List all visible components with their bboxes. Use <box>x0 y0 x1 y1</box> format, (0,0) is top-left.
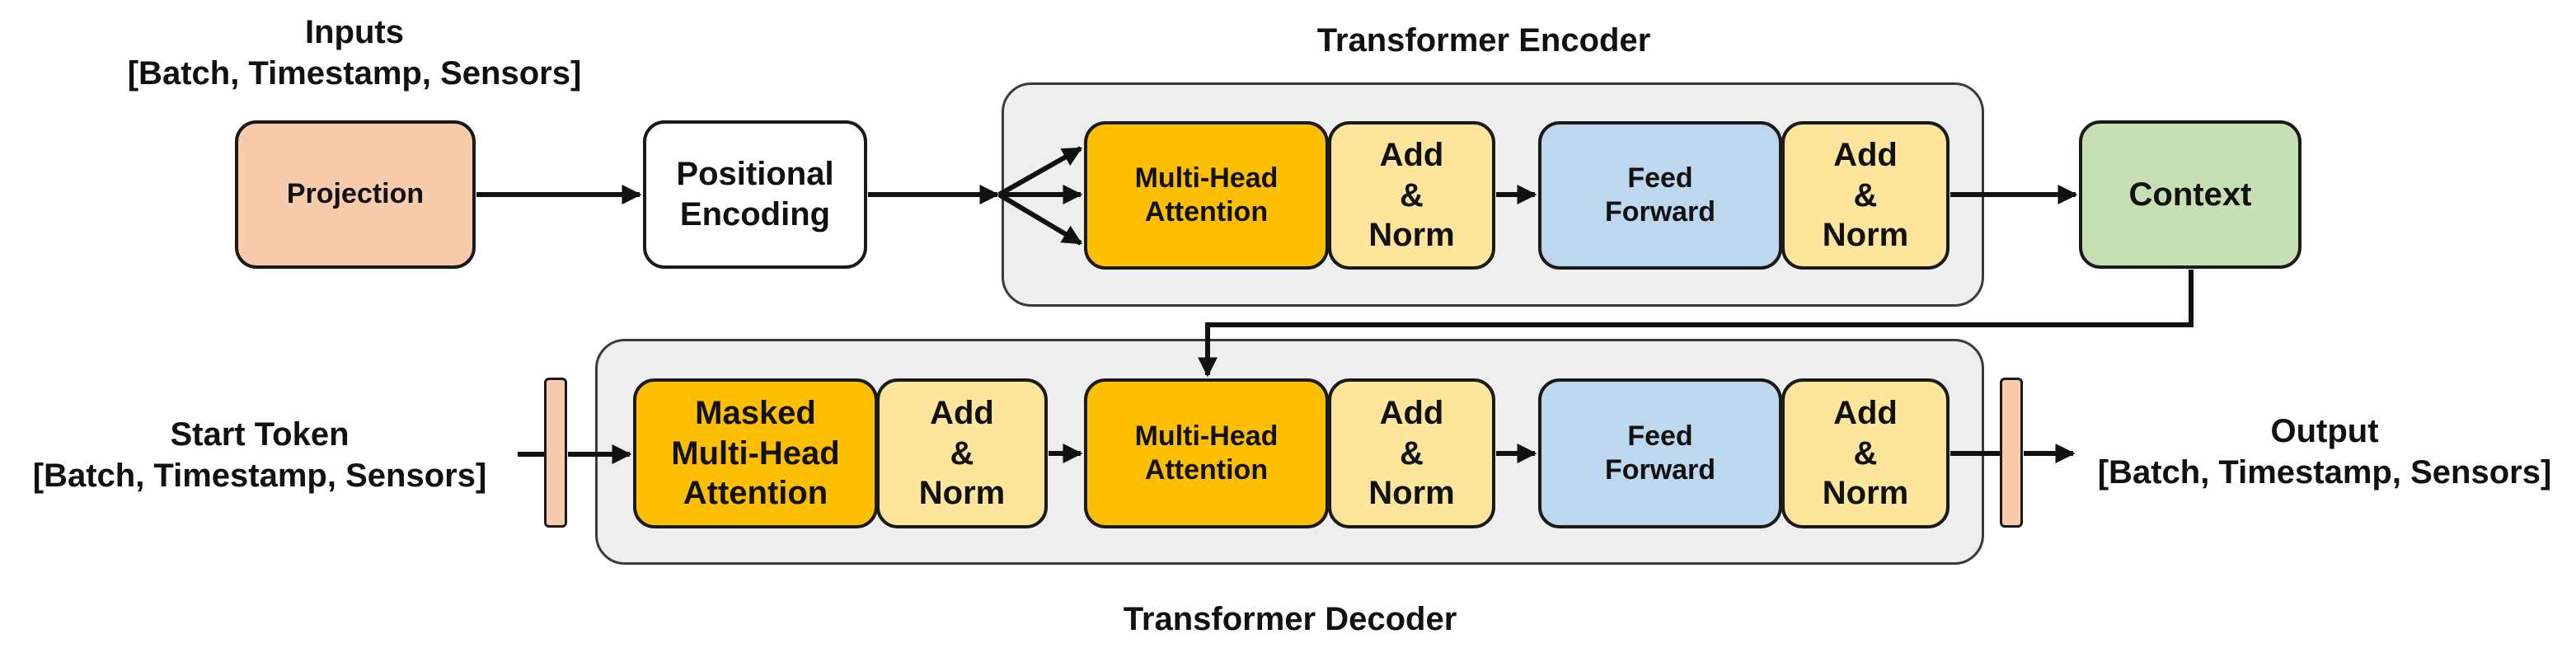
decoder-title: Transformer Decoder <box>1123 601 1457 637</box>
positional-encoding-box: Positional Encoding <box>643 120 867 269</box>
decoder-mha-line2: Attention <box>1144 454 1269 486</box>
decoder-addnorm2-line2: & <box>1400 434 1424 472</box>
decoder-mha-line1: Multi-Head <box>1134 420 1279 452</box>
decoder-addnorm1-box: Add & Norm <box>876 378 1048 528</box>
encoder-ff-line1: Feed <box>1627 162 1693 194</box>
output-label: Output [Batch, Timestamp, Sensors] <box>2073 411 2576 493</box>
decoder-ff-box: Feed Forward <box>1538 378 1782 528</box>
encoder-addnorm2-line3: Norm <box>1822 217 1909 254</box>
encoder-addnorm1-line3: Norm <box>1368 217 1455 254</box>
decoder-masked-line2: Multi-Head <box>671 434 840 472</box>
projection-box: Projection <box>235 120 476 269</box>
decoder-output-bar <box>2000 378 2023 528</box>
decoder-ff-line1: Feed <box>1627 420 1693 452</box>
decoder-mha-box: Multi-Head Attention <box>1084 378 1329 528</box>
decoder-addnorm3-line2: & <box>1853 434 1878 472</box>
encoder-title: Transformer Encoder <box>1316 22 1651 59</box>
encoder-addnorm2-line1: Add <box>1833 136 1898 173</box>
arrow-split-top <box>997 146 1083 197</box>
encoder-addnorm1-box: Add & Norm <box>1328 121 1495 270</box>
start-token-title: Start Token <box>170 416 350 453</box>
encoder-ff-line2: Forward <box>1604 196 1716 228</box>
output-title: Output <box>2270 413 2379 449</box>
context-box: Context <box>2079 120 2302 269</box>
start-token-label: Start Token [Batch, Timestamp, Sensors] <box>0 414 519 496</box>
encoder-addnorm2-line2: & <box>1853 176 1878 214</box>
decoder-masked-line3: Attention <box>683 475 828 512</box>
encoder-addnorm1-line2: & <box>1400 176 1424 214</box>
decoder-addnorm3-line1: Add <box>1833 394 1898 431</box>
projection-label: Projection <box>286 178 425 210</box>
decoder-input-bar <box>544 378 567 528</box>
arrow-context-decoder <box>1198 270 2194 378</box>
encoder-addnorm2-box: Add & Norm <box>1781 121 1950 270</box>
encoder-mha-line2: Attention <box>1144 196 1269 228</box>
start-token-shape: [Batch, Timestamp, Sensors] <box>32 458 487 494</box>
encoder-ff-box: Feed Forward <box>1538 121 1782 270</box>
encoder-addnorm1-line1: Add <box>1379 136 1444 173</box>
positional-line1: Positional <box>676 156 834 193</box>
decoder-addnorm2-line1: Add <box>1379 394 1444 431</box>
decoder-ff-line2: Forward <box>1604 454 1716 486</box>
inputs-title: Inputs <box>305 14 404 50</box>
decoder-addnorm1-line3: Norm <box>918 475 1006 512</box>
decoder-addnorm3-box: Add & Norm <box>1781 378 1950 528</box>
decoder-addnorm2-line3: Norm <box>1368 475 1455 512</box>
decoder-masked-mha-box: Masked Multi-Head Attention <box>633 378 878 528</box>
decoder-masked-line1: Masked <box>695 394 816 431</box>
output-shape: [Batch, Timestamp, Sensors] <box>2097 454 2552 491</box>
encoder-mha-box: Multi-Head Attention <box>1084 121 1329 270</box>
context-label: Context <box>2128 176 2252 213</box>
decoder-addnorm3-line3: Norm <box>1822 475 1909 512</box>
inputs-shape: [Batch, Timestamp, Sensors] <box>127 55 582 92</box>
decoder-addnorm1-line2: & <box>950 434 974 472</box>
decoder-addnorm2-box: Add & Norm <box>1328 378 1495 528</box>
inputs-label: Inputs [Batch, Timestamp, Sensors] <box>91 12 618 94</box>
decoder-addnorm1-line1: Add <box>930 394 994 431</box>
positional-line2: Encoding <box>679 196 831 232</box>
encoder-mha-line1: Multi-Head <box>1134 162 1279 194</box>
arrow-split-bot <box>997 192 1083 246</box>
